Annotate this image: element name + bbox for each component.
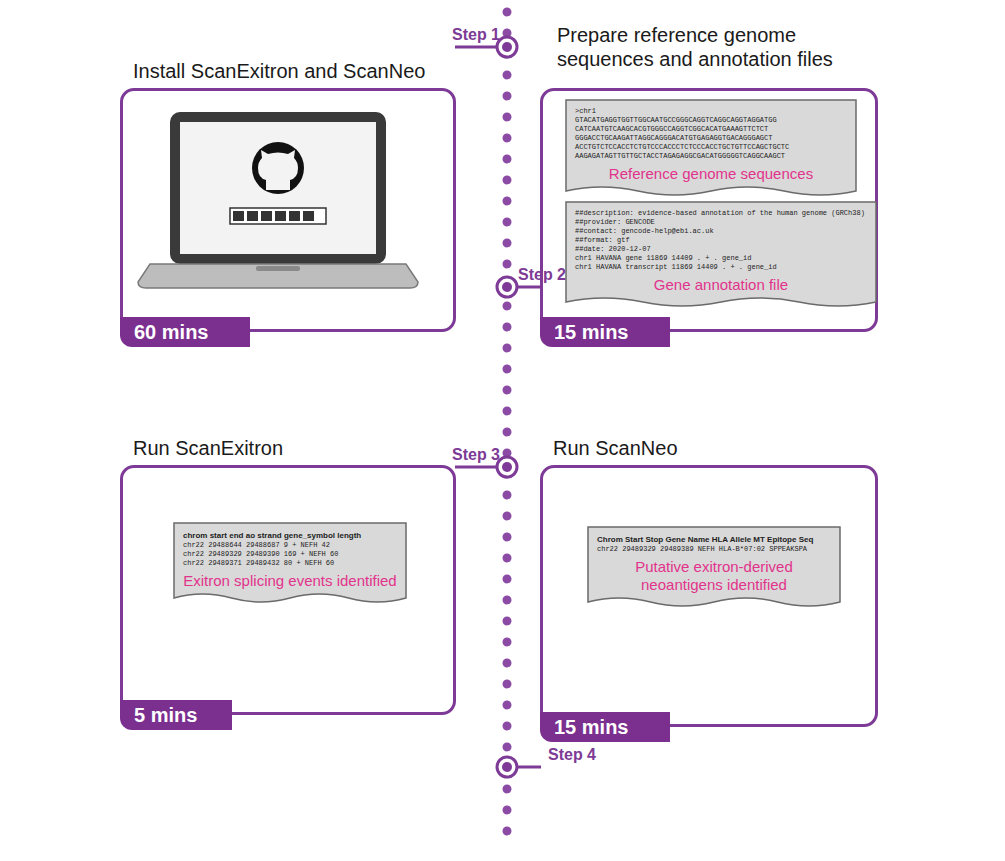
document-line: ACCTGTCTCCACCTCTGTCCCACCCTCTCCCACCTGCTGT… xyxy=(575,143,847,152)
step-heading: Run ScanNeo xyxy=(553,436,873,460)
document-caption: Exitron splicing events identified xyxy=(183,572,397,590)
step-leader xyxy=(517,766,541,769)
laptop-lid xyxy=(170,112,386,264)
document-line: chr22 29489329 29489390 169 + NEFH 60 xyxy=(183,550,397,559)
step-heading: Install ScanExitron and ScanNeo xyxy=(133,59,453,83)
document-sheet: Chrom Start Stop Gene Name HLA Allele MT… xyxy=(587,526,841,610)
document-line: AAGAGATAGTTGTTGCTACCTAGAGAGGCGACATGGGGGT… xyxy=(575,152,847,161)
dotted-timeline xyxy=(503,12,512,852)
laptop-notch xyxy=(256,266,300,271)
document-line: Chrom Start Stop Gene Name HLA Allele MT… xyxy=(597,534,831,545)
step-box: Prepare reference genome sequences and a… xyxy=(540,88,878,332)
document-line: >chr1 xyxy=(575,107,847,116)
step-label: Step 4 xyxy=(548,746,596,764)
sheet-shape xyxy=(566,100,856,195)
step-leader xyxy=(455,466,497,469)
step-ring xyxy=(497,277,517,297)
document-line: chr22 29488644 29488687 9 + NEFH 42 xyxy=(183,541,397,550)
document-line: ##format: gtf xyxy=(575,236,867,245)
document-sheet: >chr1GTACATGAGGTGGTTGGCAATGCCGGGCAGGTCAG… xyxy=(565,99,857,199)
document-caption: Reference genome sequences xyxy=(575,165,847,183)
time-tab: 15 mins xyxy=(540,712,670,742)
document-line: ##description: evidence-based annotation… xyxy=(575,209,867,218)
document-line: chr1 HAVANA gene 11869 14409 . + . gene_… xyxy=(575,254,867,263)
document-line: CATCAATGTCAAGCACGTGGGCCAGGTCGGCACATGAAAG… xyxy=(575,125,847,134)
step-dot xyxy=(502,42,512,52)
laptop-screen xyxy=(180,122,376,254)
github-logo xyxy=(252,142,304,194)
step-leaders xyxy=(455,47,541,767)
step-leader xyxy=(517,286,541,289)
step-ring xyxy=(497,37,517,57)
document-line: chr22 29489371 29489432 80 + NEFH 60 xyxy=(183,559,397,568)
step-label: Step 1 xyxy=(452,26,500,44)
step-dots xyxy=(502,42,512,772)
progress-fill xyxy=(233,211,314,221)
step-box: Run ScanExitron5 minschrom start end ao … xyxy=(120,465,456,715)
step-dot xyxy=(502,282,512,292)
document-sheet: chrom start end ao strand gene_symbol le… xyxy=(173,522,407,606)
document-caption: Gene annotation file xyxy=(575,276,867,294)
sheet-shape xyxy=(566,202,876,306)
step-box: Run ScanNeo15 minsChrom Start Stop Gene … xyxy=(540,465,878,727)
sheet-shape xyxy=(174,523,406,602)
step-ring xyxy=(497,757,517,777)
github-cat xyxy=(258,150,298,190)
document-line: chr22 29489329 29489389 NEFH HLA-B*07:02… xyxy=(597,545,831,554)
progress-bar xyxy=(230,208,326,224)
step-heading: Run ScanExitron xyxy=(133,436,453,460)
laptop-base xyxy=(138,264,418,288)
document-line: GTACATGAGGTGGTTGGCAATGCCGGGCAGGTCAGGCAGG… xyxy=(575,116,847,125)
step-ring xyxy=(497,457,517,477)
document-line: GGGACCTGCAAGATTAGGCAGGGACATGTGAGAGGTGACA… xyxy=(575,134,847,143)
time-tab: 15 mins xyxy=(540,317,670,347)
step-dot xyxy=(502,762,512,772)
document-line: ##provider: GENCODE xyxy=(575,218,867,227)
step-label: Step 3 xyxy=(452,446,500,464)
step-leader xyxy=(455,46,497,49)
document-line: ##contact: gencode-help@ebi.ac.uk xyxy=(575,227,867,236)
document-line: ##date: 2020-12-07 xyxy=(575,245,867,254)
document-sheet: ##description: evidence-based annotation… xyxy=(565,201,877,310)
step-dot xyxy=(502,462,512,472)
step-heading: Prepare reference genome sequences and a… xyxy=(557,23,862,71)
document-caption: Putative exitron-derived neoantigens ide… xyxy=(597,558,831,594)
step-markers xyxy=(497,37,517,777)
sheet-shape xyxy=(588,527,840,606)
time-tab: 5 mins xyxy=(120,700,232,730)
time-tab: 60 mins xyxy=(120,317,250,347)
step-label: Step 2 xyxy=(518,266,566,284)
document-line: chr1 HAVANA transcript 11869 14409 . + .… xyxy=(575,263,867,272)
step-box: Install ScanExitron and ScanNeo60 mins xyxy=(120,88,456,332)
laptop-illustration xyxy=(138,112,418,288)
document-line: chrom start end ao strand gene_symbol le… xyxy=(183,530,397,541)
